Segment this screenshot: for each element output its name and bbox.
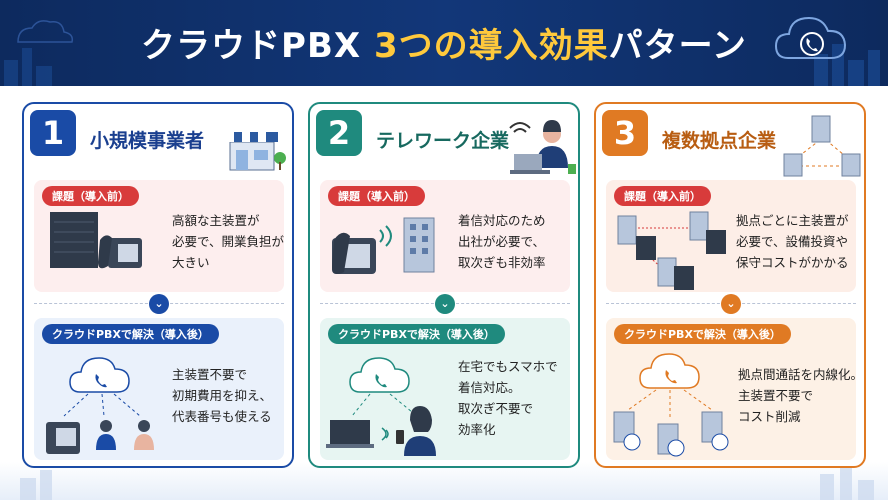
desk-phone-building-icon	[332, 217, 435, 274]
chevron-down-icon: ⌄	[149, 294, 169, 314]
pattern-card-telework: 2 テレワーク企業 課題（導入前） 着信対応のため出社が必要で、取次ぎも非効率 …	[308, 102, 580, 468]
laptop-worker-icon	[509, 120, 576, 174]
before-label: 課題（導入前）	[328, 186, 425, 206]
footer-skyline-band	[0, 462, 888, 500]
after-section: クラウドPBXで解決（導入後） 拠点間通話を内線化。主装置不要でコスト削減	[606, 318, 863, 460]
cloud-smartphone-icon	[326, 357, 436, 456]
server-icon	[50, 212, 142, 269]
before-description: 高額な主装置が必要で、開業負担が大きい	[172, 213, 285, 270]
after-label: クラウドPBXで解決（導入後）	[614, 324, 791, 344]
wifi-icon	[509, 122, 531, 129]
after-label: クラウドPBXで解決（導入後）	[328, 324, 505, 344]
cloud-buildings-icon	[613, 353, 729, 457]
before-section: 課題（導入前） 高額な主装置が必要で、開業負担が大きい	[34, 180, 284, 292]
buildings-network-icon	[783, 115, 861, 177]
after-label: クラウドPBXで解決（導入後）	[42, 324, 219, 344]
cloud-phone-network-icon	[46, 357, 154, 454]
after-section: クラウドPBXで解決（導入後） 在宅でもスマホで着信対応。取次ぎ不要で効率化	[320, 318, 570, 460]
chevron-down-icon: ⌄	[721, 294, 741, 314]
card-number: 2	[316, 110, 362, 156]
before-description: 着信対応のため出社が必要で、取次ぎも非効率	[458, 213, 546, 270]
shop-icon	[226, 132, 286, 171]
header-banner: クラウドPBX 3つの導入効果パターン	[0, 0, 888, 86]
before-label: 課題（導入前）	[614, 186, 711, 206]
page-title: クラウドPBX 3つの導入効果パターン	[0, 18, 888, 67]
card-title: 複数拠点企業	[662, 130, 777, 152]
title-main: クラウドPBX	[141, 26, 362, 66]
after-description: 在宅でもスマホで着信対応。取次ぎ不要で効率化	[458, 359, 558, 437]
buildings-servers-icon	[617, 211, 726, 290]
before-section: 課題（導入前） 着信対応のため出社が必要で、取次ぎも非効率	[320, 180, 570, 292]
card-number: 3	[602, 110, 648, 156]
title-highlight: 3つの導入効果	[373, 26, 609, 66]
cloud-phone-icon	[774, 16, 847, 59]
before-label: 課題（導入前）	[42, 186, 139, 206]
title-suffix: パターン	[608, 26, 747, 66]
after-description: 拠点間通話を内線化。主装置不要でコスト削減	[738, 367, 864, 424]
card-title: 小規模事業者	[90, 130, 205, 152]
before-section: 課題（導入前） 拠点ごとに主装置が必要で、設備投資や保守コストがかかる	[606, 180, 856, 292]
pattern-card-small-business: 1 小規模事業者 課題（導入前） 高額な主装置が必要で、開業負担が大きい ⌄ ク…	[22, 102, 294, 468]
pattern-card-multi-site: 3 複数拠点企業 課題（導入前） 拠点ごとに主装置が必要で、設備投資や保守コスト…	[594, 102, 866, 468]
before-description: 拠点ごとに主装置が必要で、設備投資や保守コストがかかる	[736, 213, 849, 270]
skyline-decoration-right	[814, 44, 880, 86]
card-title: テレワーク企業	[376, 130, 510, 152]
after-description: 主装置不要で初期費用を抑え、代表番号も使える	[172, 367, 273, 424]
after-section: クラウドPBXで解決（導入後） 主装置不要で初期費用を抑え、代表番号も使える	[34, 318, 284, 460]
chevron-down-icon: ⌄	[435, 294, 455, 314]
skyline-decoration	[4, 20, 74, 86]
card-number: 1	[30, 110, 76, 156]
